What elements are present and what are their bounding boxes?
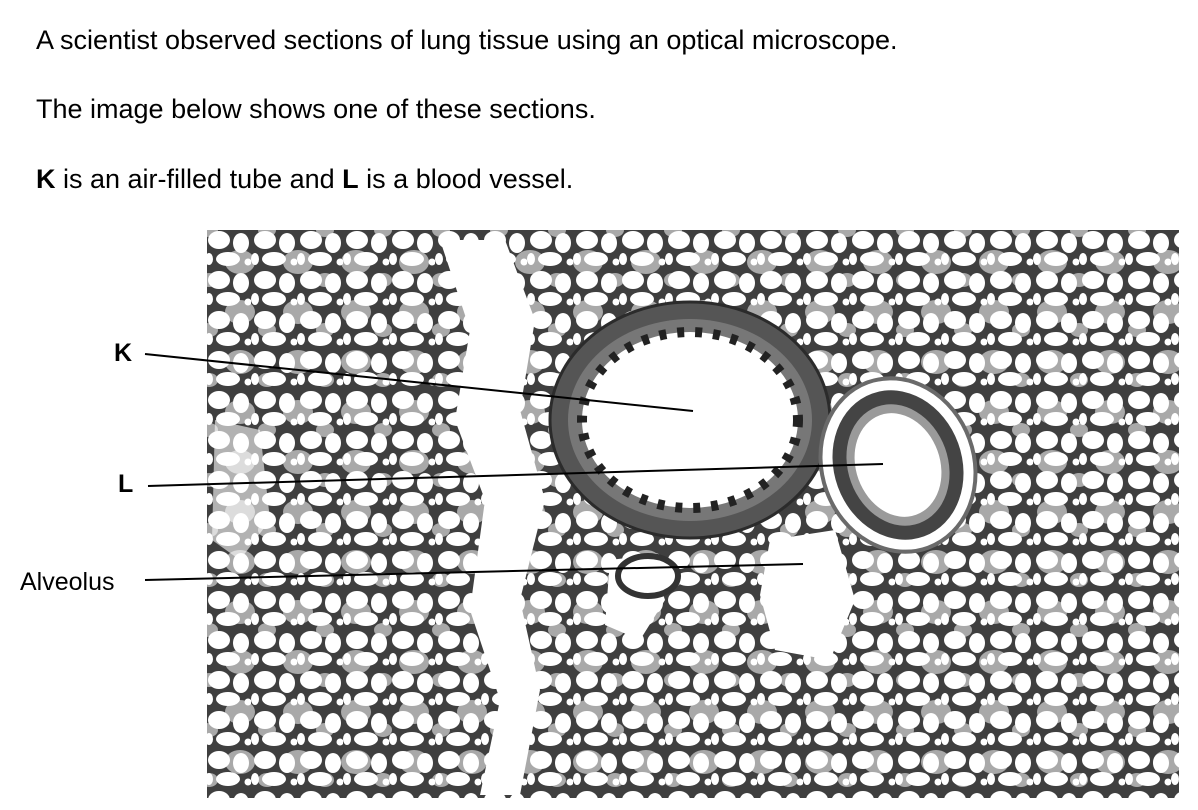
label-l-inline: L	[342, 164, 359, 194]
definition-end: is a blood vessel.	[358, 164, 574, 194]
image-description: The image below shows one of these secti…	[36, 94, 596, 124]
blood-vessel	[818, 376, 978, 554]
label-k: K	[114, 339, 133, 367]
small-vessel	[615, 553, 681, 599]
bronchiole	[548, 300, 832, 540]
intro-sentence: A scientist observed sections of lung ti…	[36, 25, 898, 55]
label-alveolus: Alveolus	[20, 568, 115, 596]
label-k-inline: K	[36, 164, 56, 194]
leader-line-k	[144, 353, 694, 412]
definition-mid: is an air-filled tube and	[55, 164, 343, 194]
label-definitions: K is an air-filled tube and L is a blood…	[36, 163, 573, 195]
alveolar-spaces	[212, 240, 855, 795]
leader-line-alveolus	[144, 563, 804, 581]
leader-line-l	[147, 463, 884, 487]
label-l: L	[118, 470, 134, 498]
